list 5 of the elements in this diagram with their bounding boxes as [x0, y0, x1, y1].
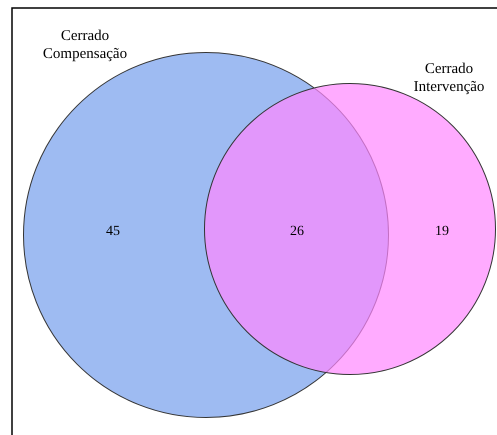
set-label: Cerrado Intervenção — [412, 60, 486, 96]
region-count: 19 — [435, 224, 449, 240]
set-label: Cerrado Compensação — [42, 27, 128, 63]
region-count: 26 — [290, 224, 304, 240]
region-count: 45 — [106, 224, 120, 240]
